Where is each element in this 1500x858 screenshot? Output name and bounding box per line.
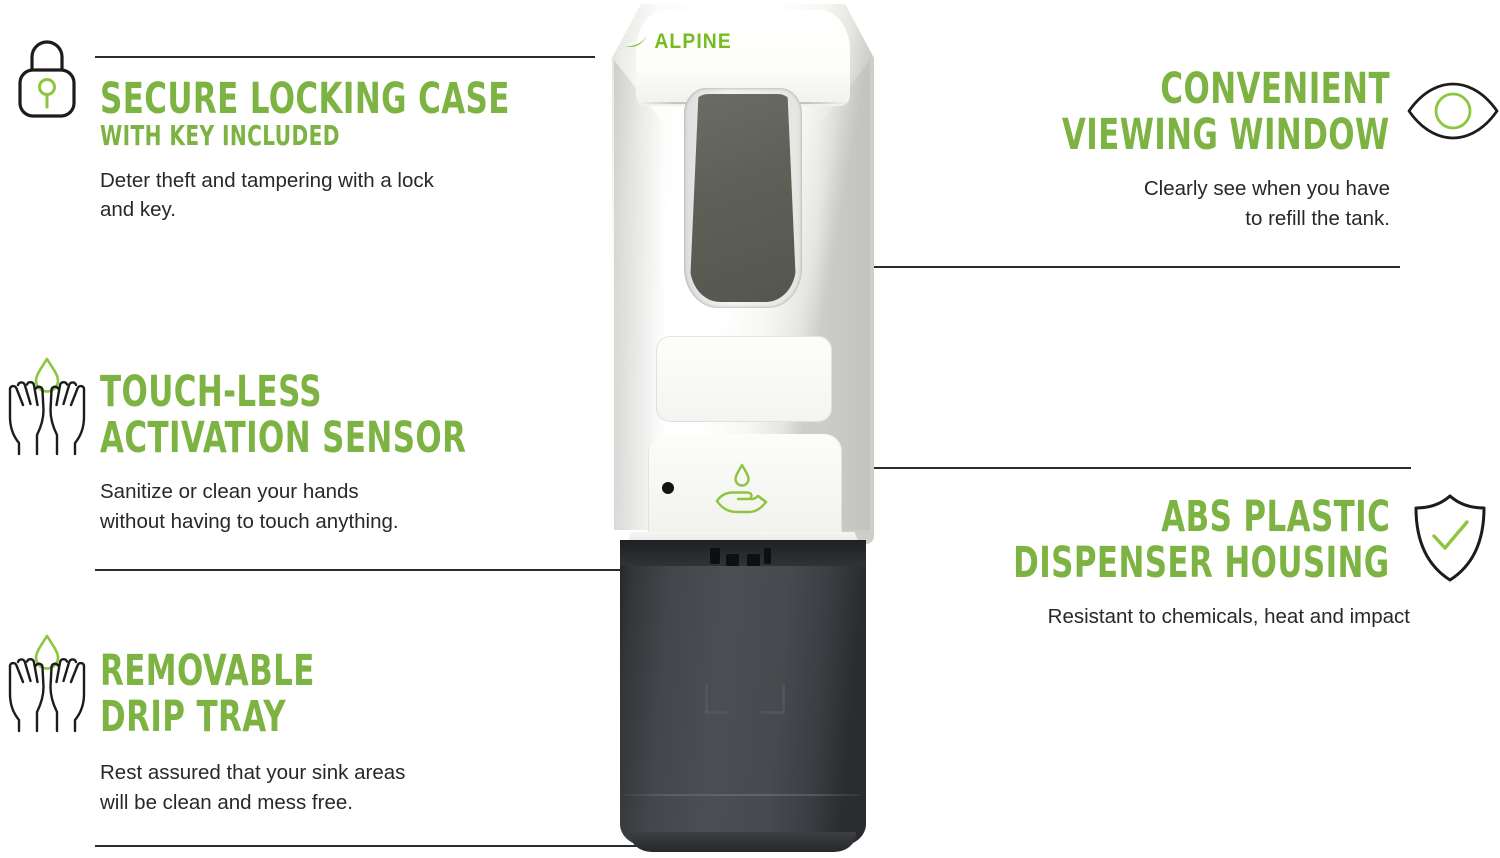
feature-body-line1: Rest assured that your sink areas xyxy=(100,761,406,785)
feature-body-line1: Sanitize or clean your hands xyxy=(100,480,359,504)
feature-headline-line2: VIEWING WINDOW xyxy=(1062,110,1390,161)
tray-emboss-mark xyxy=(782,684,785,714)
tray-notch xyxy=(747,554,760,566)
logo-panel xyxy=(656,336,832,422)
brand-logo: ALPINE xyxy=(592,30,768,54)
sensor-panel xyxy=(648,434,842,542)
tray-notch xyxy=(710,548,720,564)
tray-emboss-mark xyxy=(761,711,783,714)
feature-headline-line2: DISPENSER HOUSING xyxy=(1013,538,1390,589)
hand-with-droplet-icon xyxy=(715,463,768,514)
tray-base xyxy=(630,832,856,852)
feature-text-secure-locking-case: SECURE LOCKING CASE WITH KEY INCLUDED De… xyxy=(100,74,570,225)
brand-logo-text: ALPINE xyxy=(654,30,733,53)
feature-headline-line1: REMOVABLE xyxy=(100,646,315,696)
feature-body: Resistant to chemicals, heat and impact xyxy=(1047,605,1410,629)
viewing-window-glass xyxy=(690,94,796,302)
shield-check-icon xyxy=(1414,494,1486,582)
feature-body-line2: to refill the tank. xyxy=(1245,206,1390,230)
hands-droplet-icon-wrap xyxy=(4,355,90,464)
feature-text-abs-plastic-dispenser-housing: ABS PLASTIC DISPENSER HOUSING Resistant … xyxy=(900,492,1410,632)
drip-tray xyxy=(620,540,866,846)
product-image-dispenser: ALPINE xyxy=(592,4,892,854)
eye-icon xyxy=(1407,82,1499,140)
leader-line-touch-less-sensor xyxy=(95,569,730,571)
eye-icon-wrap xyxy=(1405,80,1500,147)
feature-body: Deter theft and tampering with a lock an… xyxy=(100,168,434,222)
tray-emboss-mark xyxy=(705,711,727,714)
leader-line-viewing-window xyxy=(772,266,1400,268)
padlock-icon xyxy=(18,40,76,118)
feature-headline: SECURE LOCKING CASE xyxy=(100,74,510,124)
tray-emboss-mark xyxy=(705,684,708,714)
tray-notch xyxy=(726,554,739,566)
leader-line-abs-housing xyxy=(866,467,1411,469)
hands-with-droplet-icon xyxy=(8,634,86,733)
feature-body-line1: Clearly see when you have xyxy=(1143,177,1390,201)
feature-body-line2: without having to touch anything. xyxy=(100,509,399,533)
feature-headline-line2: ACTIVATION SENSOR xyxy=(100,413,467,464)
feature-headline-line1: TOUCH-LESS xyxy=(100,367,322,417)
feature-text-touch-less-activation-sensor: TOUCH-LESS ACTIVATION SENSOR Sanitize or… xyxy=(100,367,570,537)
feature-text-removable-drip-tray: REMOVABLE DRIP TRAY Rest assured that yo… xyxy=(100,646,570,818)
feature-body-line2: will be clean and mess free. xyxy=(100,790,353,814)
hands-with-droplet-icon xyxy=(8,357,86,456)
feature-text-convenient-viewing-window: CONVENIENT VIEWING WINDOW Clearly see wh… xyxy=(900,64,1390,234)
feature-headline-line2: DRIP TRAY xyxy=(100,692,287,743)
feature-headline-line1: ABS PLASTIC xyxy=(1161,492,1390,542)
tray-lip xyxy=(624,794,862,796)
shield-check-icon-wrap xyxy=(1410,492,1490,589)
tray-top-edge xyxy=(620,540,866,566)
feature-subheadline: WITH KEY INCLUDED xyxy=(100,119,340,153)
tray-notch xyxy=(764,548,771,564)
padlock-icon-wrap xyxy=(14,35,80,126)
hands-droplet-icon-wrap-2 xyxy=(4,632,90,741)
leader-line-removable-drip-tray xyxy=(95,845,705,847)
sensor-led-dot-icon xyxy=(662,482,674,494)
leaf-icon xyxy=(625,35,648,47)
feature-headline-line1: CONVENIENT xyxy=(1160,64,1390,114)
leader-line-secure-locking-case xyxy=(95,56,595,58)
